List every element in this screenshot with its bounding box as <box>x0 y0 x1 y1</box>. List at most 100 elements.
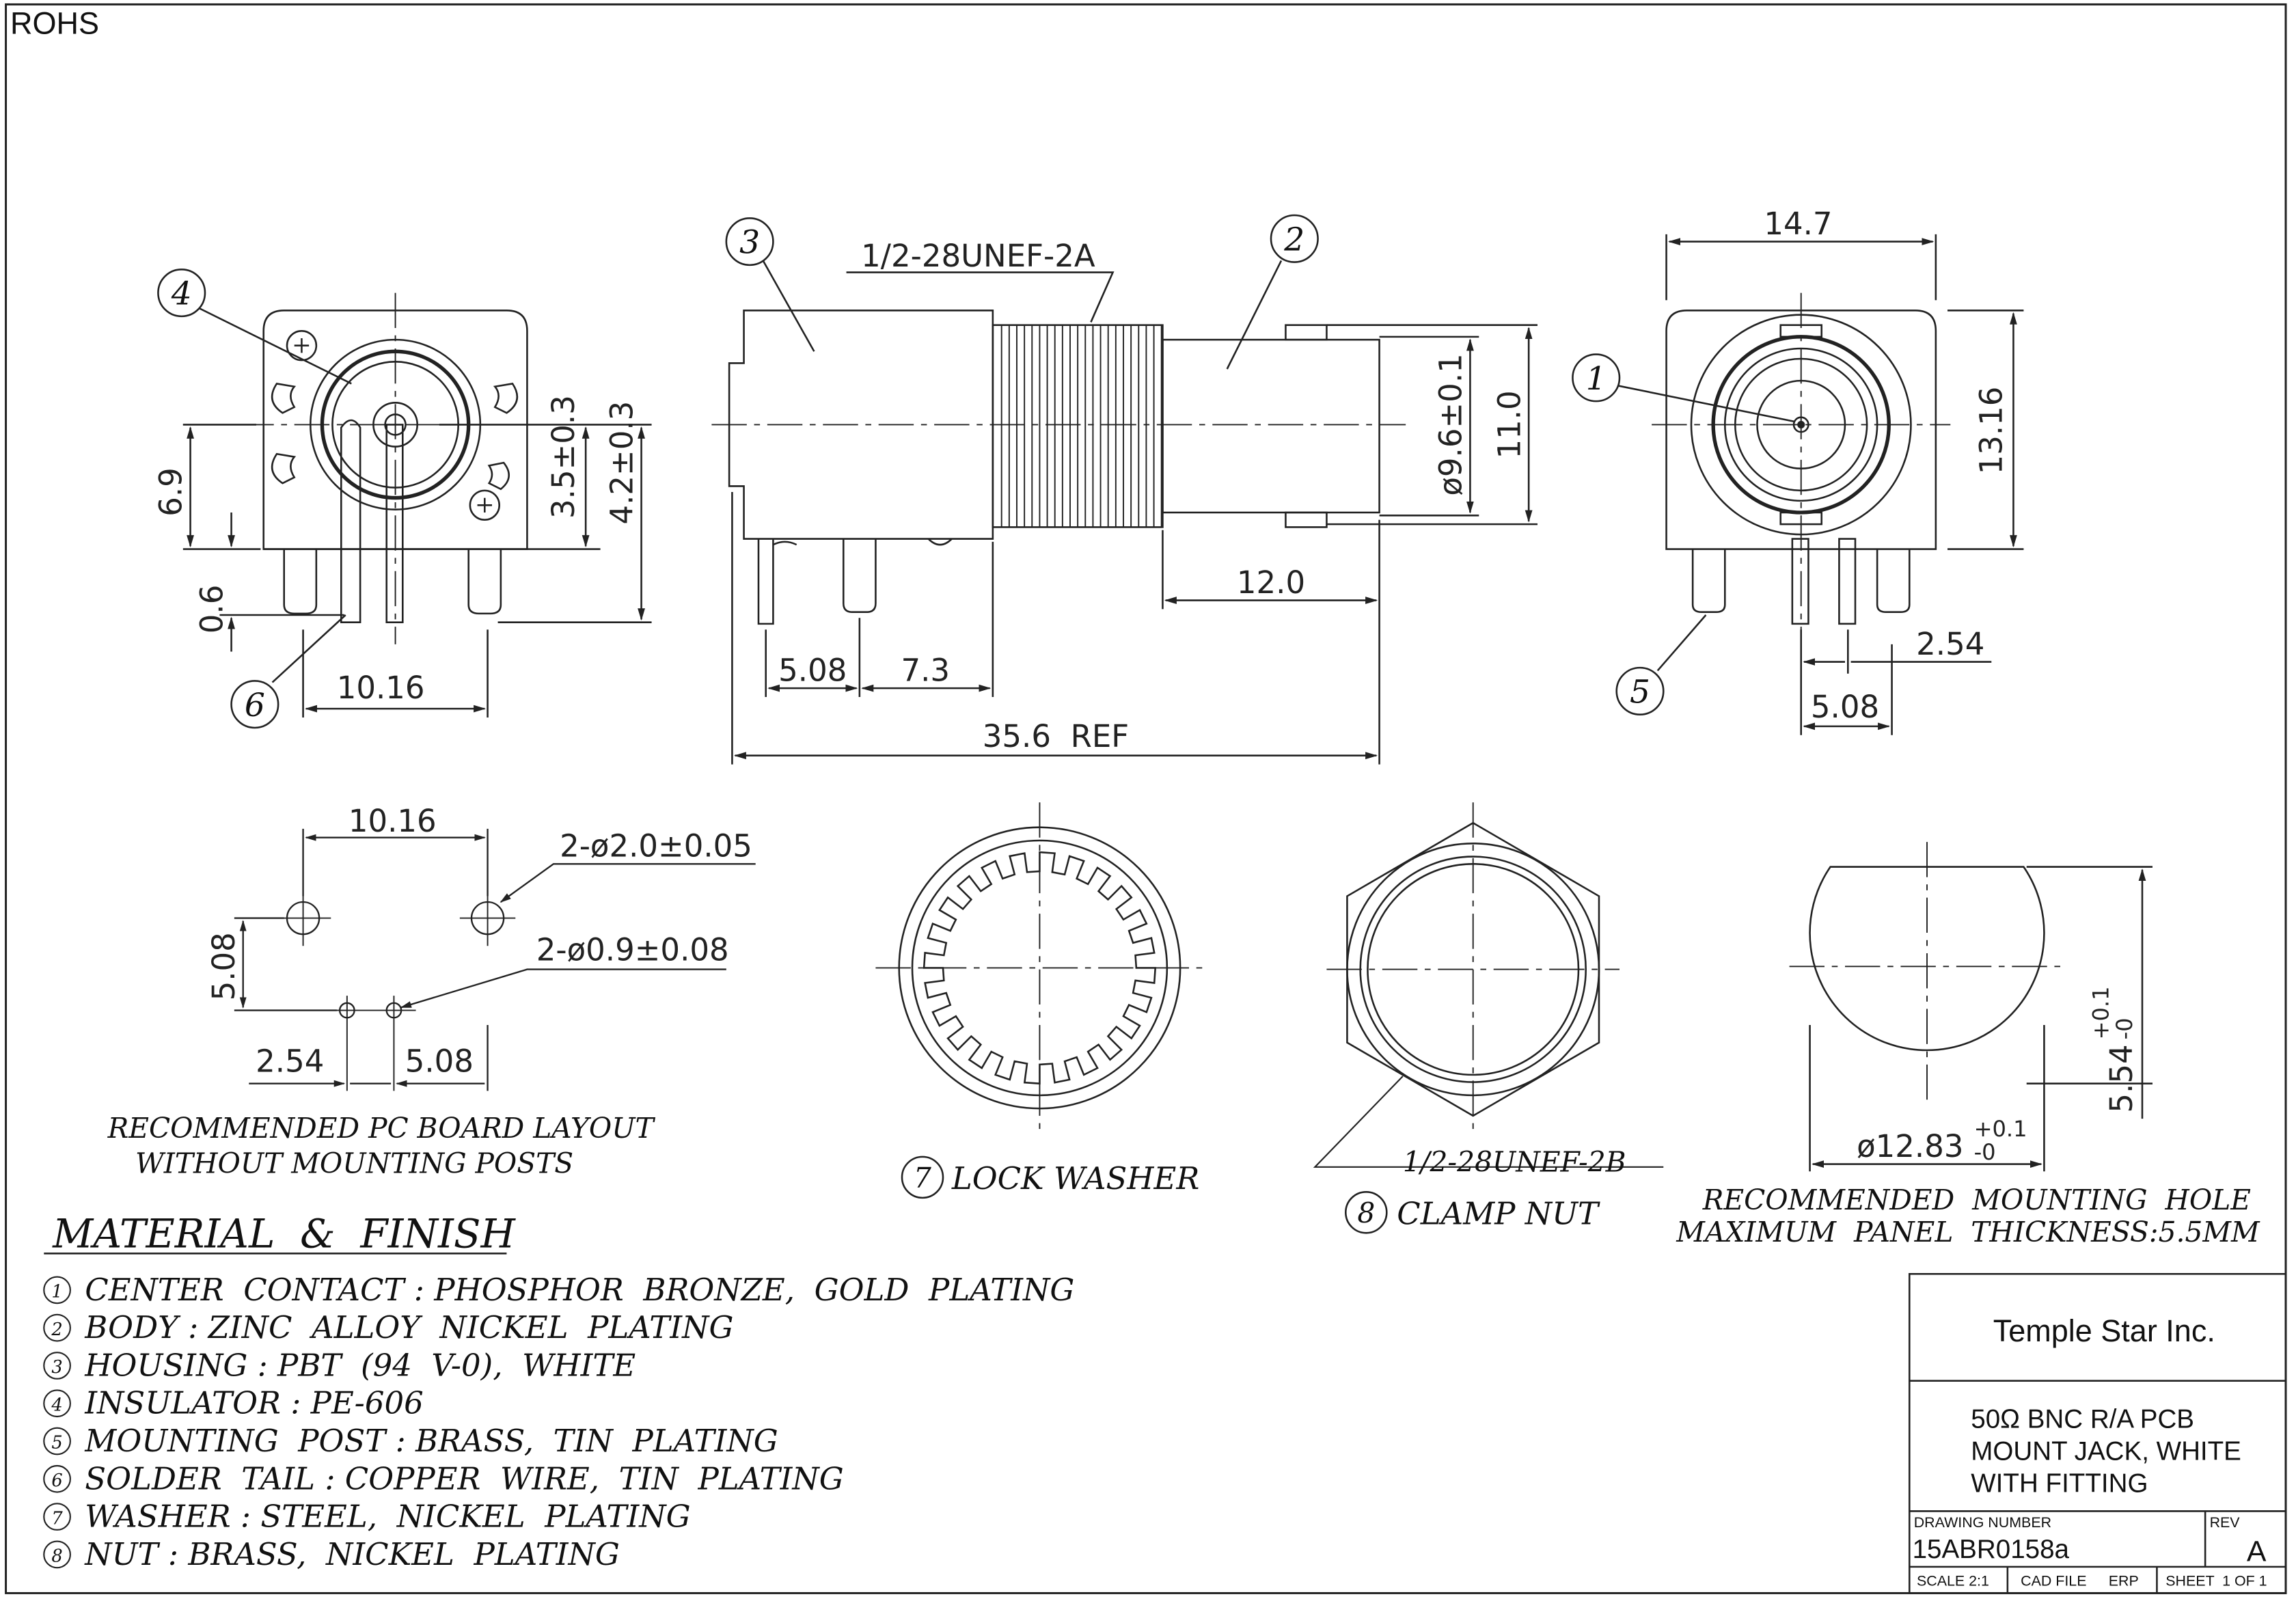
pcb-dim-2.54: 2.54 <box>256 1043 324 1080</box>
dim-35.6-ref: 35.6 REF <box>983 718 1129 754</box>
pcb-caption-line2: WITHOUT MOUNTING POSTS <box>135 1147 573 1179</box>
title-desc-2: MOUNT JACK, WHITE <box>1971 1436 2241 1466</box>
material-number-circle <box>43 1464 71 1493</box>
balloon-2: 2 <box>1283 221 1304 258</box>
dim-5.08-side: 5.08 <box>778 652 847 688</box>
material-item: MOUNTING POST : BRASS, TIN PLATING <box>84 1423 778 1459</box>
material-item: HOUSING : PBT (94 V-0), WHITE <box>84 1347 636 1383</box>
dim-13.16: 13.16 <box>1973 387 2009 475</box>
title-block <box>1909 1272 2287 1594</box>
dim-12.0: 12.0 <box>1237 564 1305 601</box>
pcb-dim-10.16: 10.16 <box>348 803 437 839</box>
sheet-cell: SHEET 1 OF 1 <box>2165 1573 2267 1589</box>
pcb-caption: RECOMMENDED PC BOARD LAYOUT WITHOUT MOUN… <box>107 1112 656 1179</box>
dim-10.16: 10.16 <box>337 670 425 706</box>
dim-4.2: 4.2±0.3 <box>604 401 640 525</box>
hole-dia-tol-plus: +0.1 <box>1974 1116 2027 1142</box>
clamp-nut <box>1313 802 1664 1168</box>
thread-2b-label: 1/2-28UNEF-2B <box>1403 1145 1626 1178</box>
pcb-dim-5.08-h: 5.08 <box>405 1043 474 1080</box>
mounting-caption-line2: MAXIMUM PANEL THICKNESS:5.5MM <box>1676 1216 2260 1248</box>
pcb-caption-line1: RECOMMENDED PC BOARD LAYOUT <box>107 1112 656 1145</box>
material-title: MATERIAL & FINISH <box>52 1211 516 1257</box>
material-item: WASHER : STEEL, NICKEL PLATING <box>85 1499 690 1535</box>
dim-2.54-front: 2.54 <box>1916 626 1984 662</box>
rev-value: A <box>2247 1535 2267 1568</box>
title-desc-1: 50Ω BNC R/A PCB <box>1971 1404 2194 1434</box>
company-name: Temple Star Inc. <box>1993 1313 2215 1348</box>
material-number: 7 <box>51 1508 63 1529</box>
dim-0.6: 0.6 <box>194 585 230 634</box>
dim-14.7: 14.7 <box>1764 206 1832 242</box>
mounting-hole <box>1789 842 2152 1172</box>
material-item: INSULATOR : PE-606 <box>84 1385 423 1421</box>
material-item: CENTER CONTACT : PHOSPHOR BRONZE, GOLD P… <box>85 1272 1074 1308</box>
front-view-dims: 14.7 13.16 2.54 5.08 <box>1764 206 2009 725</box>
drawing-number-label: DRAWING NUMBER <box>1914 1514 2051 1531</box>
lock-washer-number: 7 <box>914 1162 931 1194</box>
material-item: SOLDER TAIL : COPPER WIRE, TIN PLATING <box>85 1460 843 1496</box>
clamp-nut-title: CLAMP NUT <box>1397 1195 1600 1231</box>
pcb-dim-2.0-holes: 2-ø2.0±0.05 <box>560 828 752 864</box>
material-number: 4 <box>51 1395 62 1415</box>
hole-dia-tol-minus: -0 <box>1974 1139 1996 1165</box>
pcb-dim-5.08-v: 5.08 <box>206 932 242 1000</box>
material-list: MATERIAL & FINISH 1 CENTER CONTACT : PHOS… <box>43 1211 1074 1572</box>
cad-file-cell: CAD FILE <box>2021 1573 2086 1589</box>
dim-5.08-front: 5.08 <box>1811 689 1879 725</box>
material-number-circle <box>43 1427 71 1456</box>
drawing-number: 15ABR0158a <box>1913 1535 2070 1564</box>
rev-label: REV <box>2210 1514 2241 1531</box>
material-number-circle <box>43 1276 71 1304</box>
material-number: 1 <box>51 1282 62 1302</box>
hole-flat: 5.54 <box>2103 1044 2140 1112</box>
material-number: 5 <box>51 1433 62 1453</box>
dim-11.0: 11.0 <box>1491 390 1527 459</box>
material-number: 2 <box>51 1320 62 1340</box>
material-number-circle <box>43 1313 71 1342</box>
balloon-1: 1 <box>1586 360 1607 398</box>
dim-9.6: ø9.6±0.1 <box>1433 353 1469 495</box>
erp-cell: ERP <box>2109 1573 2139 1589</box>
pcb-layout <box>234 828 756 1091</box>
material-number: 8 <box>51 1546 62 1567</box>
balloon-5: 5 <box>1630 674 1650 711</box>
pcb-dims: 10.16 2-ø2.0±0.05 2-ø0.9±0.08 5.08 2.54 … <box>206 803 752 1079</box>
pcb-dim-0.9-holes: 2-ø0.9±0.08 <box>536 932 729 968</box>
mounting-caption-line1: RECOMMENDED MOUNTING HOLE <box>1702 1184 2252 1216</box>
dim-6.9: 6.9 <box>153 467 189 517</box>
side-view <box>711 257 1538 765</box>
dim-3.5: 3.5±0.3 <box>545 395 582 519</box>
balloon-4: 4 <box>171 275 192 313</box>
thread-2a-label: 1/2-28UNEF-2A <box>861 238 1095 274</box>
title-block-text: Temple Star Inc. 50Ω BNC R/A PCB MOUNT J… <box>1913 1313 2267 1589</box>
lock-washer-label: 7 LOCK WASHER <box>901 1156 1199 1199</box>
scale-cell: SCALE 2:1 <box>1917 1573 1989 1589</box>
material-number-circle <box>43 1352 71 1380</box>
clamp-nut-label: 1/2-28UNEF-2B 8 CLAMP NUT <box>1345 1145 1626 1234</box>
lock-washer-title: LOCK WASHER <box>951 1160 1199 1197</box>
balloons: 1 2 3 4 5 6 <box>157 214 1665 729</box>
mounting-caption: RECOMMENDED MOUNTING HOLE MAXIMUM PANEL … <box>1676 1184 2260 1248</box>
material-number: 6 <box>51 1471 62 1491</box>
hole-flat-tol-plus: +0.1 <box>2088 986 2114 1039</box>
mounting-hole-dims: ø12.83 +0.1 -0 5.54 +0.1 -0 <box>1857 986 2140 1165</box>
front-view <box>1607 234 2024 735</box>
left-end-view <box>182 292 652 718</box>
material-number: 3 <box>51 1357 62 1378</box>
rohs-label: ROHS <box>10 5 99 40</box>
side-view-dims: 1/2-28UNEF-2A ø9.6±0.1 11.0 12.0 5.08 7.… <box>778 238 1527 754</box>
material-item: NUT : BRASS, NICKEL PLATING <box>84 1536 620 1572</box>
hole-flat-tol-minus: -0 <box>2112 1017 2137 1039</box>
material-number-circle <box>43 1389 71 1418</box>
balloon-6: 6 <box>245 687 265 724</box>
title-desc-3: WITH FITTING <box>1971 1469 2148 1499</box>
material-item: BODY : ZINC ALLOY NICKEL PLATING <box>84 1309 733 1345</box>
dim-7.3: 7.3 <box>901 652 950 688</box>
material-number-circle <box>43 1503 71 1531</box>
lock-washer <box>875 802 1204 1134</box>
balloon-3: 3 <box>739 224 760 262</box>
left-view-dims: 6.9 0.6 3.5±0.3 4.2±0.3 10.16 <box>153 395 640 706</box>
